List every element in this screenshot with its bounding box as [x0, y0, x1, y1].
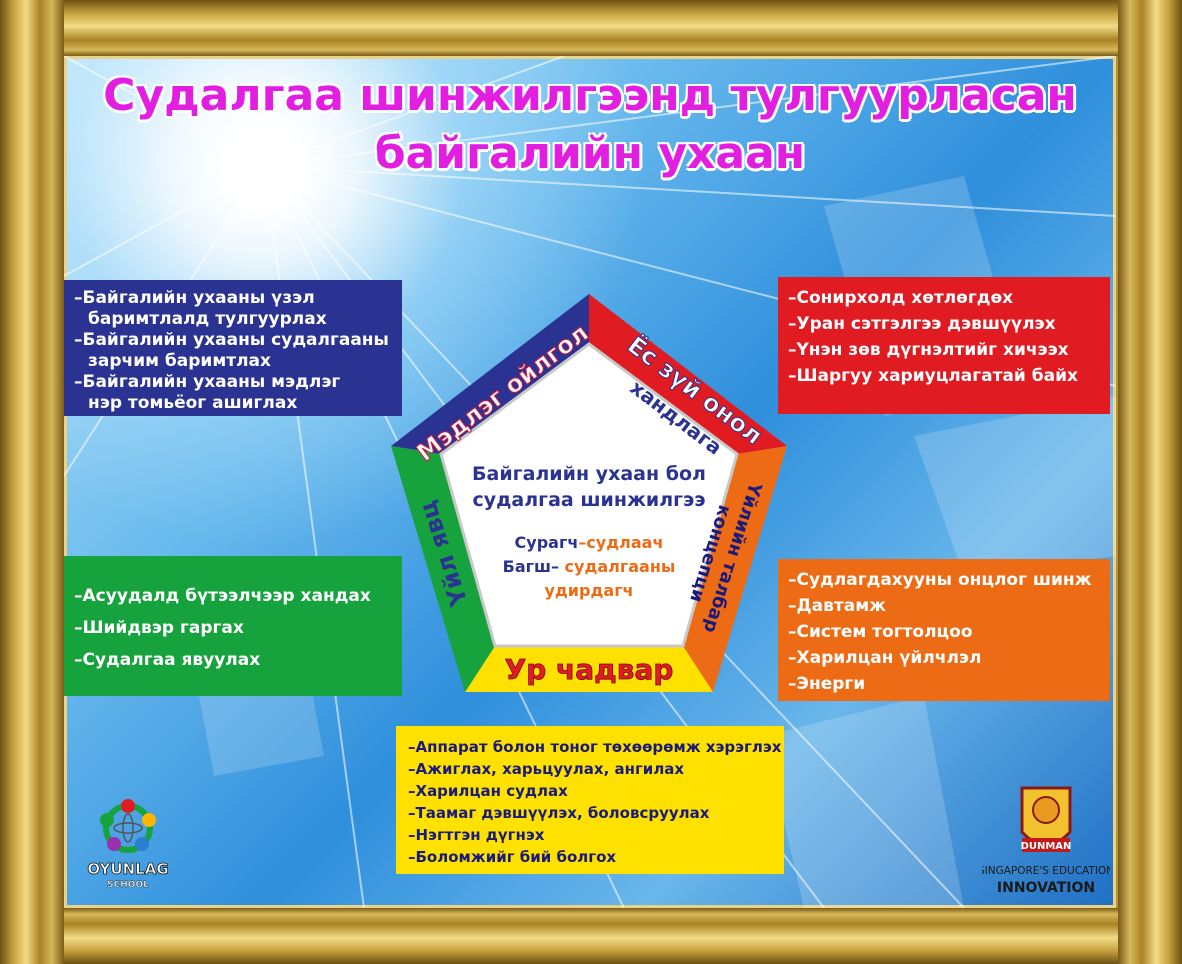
- list-item: –Систем тогтолцоо: [788, 622, 973, 642]
- skills-box: –Аппарат болон тоног төхөөрөмж хэрэглэх …: [396, 726, 784, 874]
- center-text: судалгаа шинжилгээ: [472, 489, 705, 511]
- list-item: –Байгалийн ухааны судалгааны: [74, 330, 389, 350]
- list-item: –Байгалийн ухааны үзэл: [74, 288, 315, 308]
- side-knowledge: [391, 294, 589, 454]
- list-item: –Давтамж: [788, 596, 887, 616]
- logo-text: SINGAPORE'S EDUCATION: [982, 865, 1110, 877]
- list-item: –Энерги: [788, 674, 866, 694]
- list-item: –Таамаг дэвшүүлэх, боловсруулах: [408, 804, 710, 822]
- list-item: –Ажиглах, харьцуулах, ангилах: [408, 760, 685, 778]
- list-item: –Боломжийг бий болгох: [408, 848, 617, 866]
- poster: Судалгаа шинжилгээнд тулгуурласан байгал…: [64, 56, 1116, 908]
- list-item: –Судалгаа явуулах: [74, 650, 261, 670]
- list-item: –Нэгтгэн дүгнэх: [408, 826, 545, 844]
- list-item: –Үнэн зөв дүгнэлтийг хичээх: [788, 340, 1069, 360]
- side-concept: [683, 446, 787, 692]
- list-item: –Сонирхолд хөтлөгдөх: [788, 288, 1014, 308]
- list-item: –Асуудалд бүтээлчээр хандах: [74, 586, 371, 606]
- list-item: –Байгалийн ухааны мэдлэг: [74, 372, 341, 392]
- title-line-2: байгалийн ухаан: [374, 128, 806, 179]
- list-item: –Уран сэтгэлгээ дэвшүүлэх: [788, 314, 1056, 334]
- center-text: Сурагч: [515, 533, 579, 552]
- list-item: –Харилцан судлах: [408, 782, 568, 800]
- pentagon-diagram: Мэдлэг ойлголт хэрэглээ Ёс зүй онол ханд…: [371, 286, 787, 692]
- dunman-logo: DUNMAN SINGAPORE'S EDUCATION INNOVATION: [982, 786, 1110, 896]
- list-item: –Судлагдахууны онцлог шинж: [788, 570, 1092, 590]
- list-item: зарчим баримтлах: [88, 351, 271, 371]
- center-text: Багш–: [503, 557, 559, 576]
- logo-text: SCHOOL: [107, 880, 149, 890]
- list-item: –Шийдвэр гаргах: [74, 618, 244, 638]
- list-item: баримтлалд тулгуурлах: [88, 309, 327, 329]
- svg-text:Багш– судалгааны: Багш– судалгааны: [503, 557, 676, 576]
- knowledge-box: –Байгалийн ухааны үзэл баримтлалд тулгуу…: [64, 280, 402, 416]
- list-item: –Шаргуу хариуцлагатай байх: [788, 366, 1078, 386]
- ethics-box: –Сонирхолд хөтлөгдөх –Уран сэтгэлгээ дэв…: [778, 277, 1110, 414]
- center-text: удирдагч: [544, 581, 633, 600]
- side-ethics: [589, 294, 787, 454]
- svg-text:Сурагч–судлаач: Сурагч–судлаач: [515, 533, 664, 552]
- list-item: –Аппарат болон тоног төхөөрөмж хэрэглэх: [408, 738, 782, 756]
- list-item: –Харилцан үйлчлэл: [788, 648, 982, 668]
- logo-text: INNOVATION: [997, 880, 1095, 896]
- center-text: судалгааны: [559, 557, 675, 576]
- logo-text: DUNMAN: [1021, 841, 1072, 852]
- pentagon-center: [439, 342, 739, 648]
- process-box: –Асуудалд бүтээлчээр хандах –Шийдвэр гар…: [64, 556, 402, 696]
- side-process: [391, 446, 495, 692]
- side-label: Ур чадвар: [505, 653, 674, 686]
- title-line-1: Судалгаа шинжилгээнд тулгуурласан: [103, 70, 1077, 121]
- logo-text: OYUNLAG: [87, 860, 168, 878]
- center-text: Байгалийн ухаан бол: [472, 463, 706, 485]
- center-text: –судлаач: [578, 533, 663, 552]
- concept-box: –Судлагдахууны онцлог шинж –Давтамж –Сис…: [778, 559, 1110, 701]
- side-skills: [465, 646, 713, 692]
- oyunlag-logo: OYUNLAG SCHOOL: [87, 799, 169, 890]
- list-item: нэр томьёог ашиглах: [88, 393, 298, 413]
